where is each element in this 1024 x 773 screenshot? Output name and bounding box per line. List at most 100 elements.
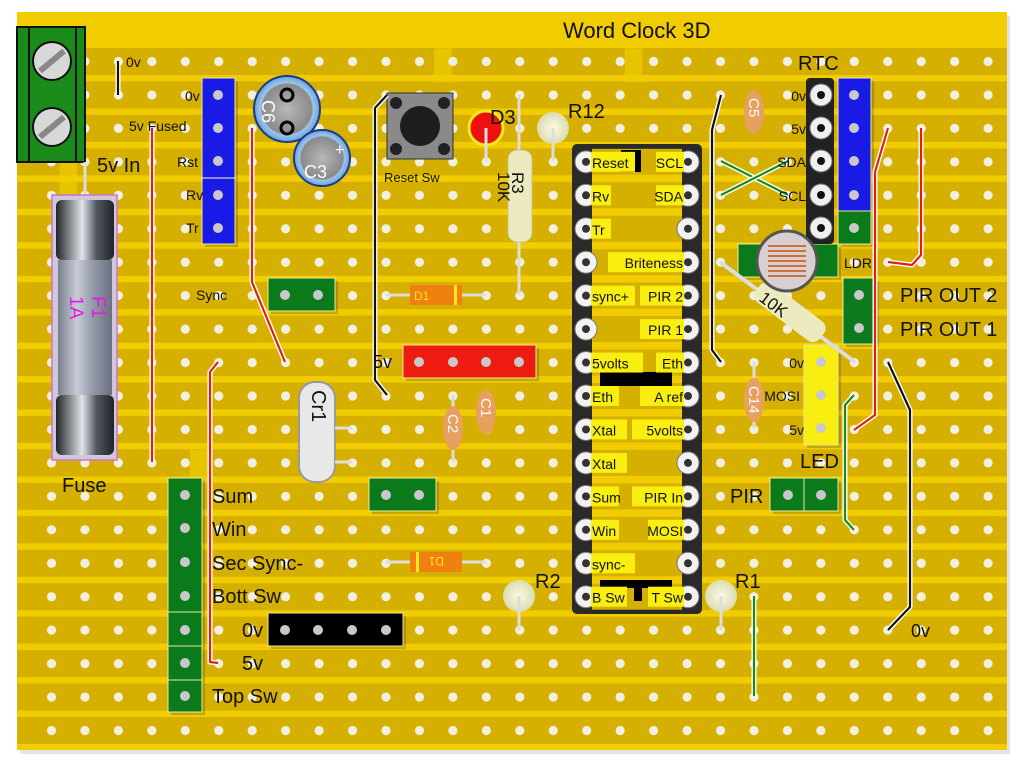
hole — [147, 625, 157, 635]
hole — [749, 491, 759, 501]
hole — [247, 90, 257, 100]
green-pin-label: Bott Sw — [212, 586, 281, 608]
led-pin-label: MOSI — [764, 388, 800, 404]
hole — [916, 625, 926, 635]
hole — [883, 659, 893, 669]
hole — [816, 625, 826, 635]
ic-label-bg — [591, 486, 619, 507]
hole — [180, 90, 190, 100]
ic-pin-label-right: MOSI — [647, 523, 683, 539]
fuse-glass — [58, 260, 112, 395]
hole — [883, 692, 893, 702]
zero-v-bottom-label: 0v — [911, 621, 930, 641]
hole — [347, 725, 358, 736]
hole — [214, 56, 224, 67]
hole — [816, 558, 826, 568]
resistor-r13 — [754, 281, 826, 343]
hole — [849, 692, 859, 702]
hole — [983, 391, 993, 401]
hole — [816, 659, 826, 669]
hole — [46, 558, 57, 568]
hole — [515, 725, 525, 736]
hole — [916, 291, 926, 301]
ic-pin-hole — [582, 392, 590, 400]
hole — [582, 625, 592, 635]
ic-pin-hole — [684, 425, 692, 434]
hole — [515, 525, 525, 535]
hole — [749, 525, 759, 535]
rtc-pin-label: 0v — [791, 88, 806, 104]
hole — [548, 659, 558, 669]
hole — [214, 692, 224, 702]
five-v-fused-label: 5v Fused — [129, 118, 187, 134]
hole — [381, 257, 391, 267]
hole — [381, 458, 391, 468]
hole — [515, 659, 525, 669]
ic-pin-label-left: Xtal — [592, 422, 616, 438]
hole — [448, 659, 458, 669]
hole — [916, 659, 926, 669]
hole — [281, 725, 291, 736]
header-pin — [381, 490, 391, 500]
hole — [983, 291, 993, 301]
hole — [682, 90, 692, 100]
hole — [950, 391, 960, 401]
rtc-blue-header — [837, 77, 872, 212]
header-pin — [347, 625, 357, 635]
hole — [782, 592, 793, 602]
screw-slot — [38, 48, 66, 74]
hole — [414, 424, 425, 435]
hole — [548, 291, 558, 301]
ic-label-bg — [591, 419, 627, 440]
hole — [281, 525, 291, 535]
hole — [916, 391, 926, 401]
hole — [147, 692, 157, 702]
hole — [682, 725, 692, 736]
hole — [883, 558, 893, 568]
header-pin — [180, 591, 190, 601]
hole — [381, 525, 391, 535]
hole — [849, 625, 859, 635]
header-pin — [481, 357, 491, 367]
hole — [214, 391, 224, 401]
screw-slot — [38, 114, 66, 140]
ic-pin-label-left: sync+ — [592, 289, 629, 305]
hole — [214, 291, 224, 301]
hole — [548, 224, 558, 234]
ic-pin-hole — [582, 492, 590, 501]
ic-label-bg — [656, 352, 684, 373]
hole — [515, 692, 525, 702]
hole — [983, 123, 993, 133]
ic-pin-hole — [684, 157, 692, 166]
hole — [247, 558, 257, 568]
hole — [983, 357, 993, 368]
hole — [682, 692, 692, 702]
hole — [615, 725, 625, 736]
socket-hole — [817, 91, 825, 99]
hole — [916, 357, 926, 368]
header-pin — [180, 523, 190, 533]
ic-pin-label-left: B Sw — [592, 590, 626, 606]
socket-hole — [817, 224, 825, 232]
hole — [649, 625, 659, 635]
hole — [80, 592, 90, 602]
hole — [983, 659, 993, 669]
capacitor-c1-label: C1 — [477, 398, 494, 417]
hole — [515, 491, 525, 501]
track-cut — [189, 449, 208, 484]
reset-sw-label: Reset Sw — [384, 170, 440, 185]
hole — [481, 692, 491, 702]
hole — [281, 491, 291, 501]
ic-label-bg — [640, 285, 684, 306]
ic-label-bg — [640, 319, 684, 340]
zero-v-top-label: 0v — [126, 54, 141, 70]
pir-out-header — [842, 277, 877, 345]
hole — [414, 257, 425, 267]
hole — [582, 123, 592, 133]
hole — [883, 224, 893, 234]
hole — [448, 725, 458, 736]
hole — [950, 424, 960, 435]
hole — [414, 625, 425, 635]
r2-label: R2 — [535, 571, 561, 593]
hole — [615, 659, 625, 669]
